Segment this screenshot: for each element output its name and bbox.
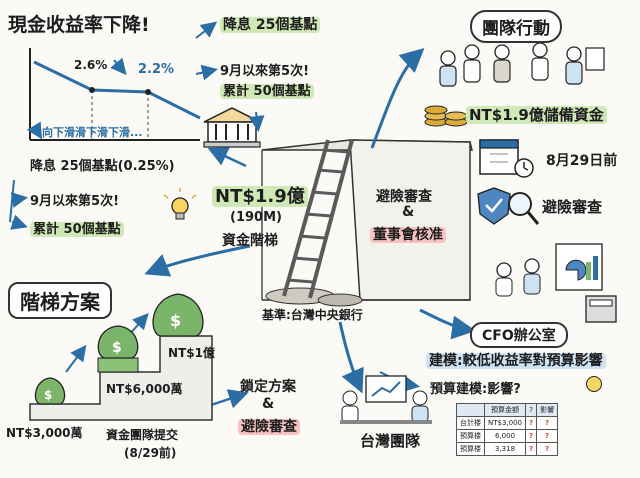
tier1-amount: NT$3,000萬 [6,426,83,440]
table-cell: 3,318 [483,442,527,456]
lock-plan-label: 鎖定方案 [240,379,296,395]
ladder-cliff-illustration [261,139,473,307]
taiwan-team-illustration [340,375,432,424]
team-action-title: 團隊行動 [470,10,562,43]
table-header-cell: ? [525,403,538,417]
table-cell: 預算楼 [456,429,485,443]
ladder-amount: NT$1.9億 [212,182,308,208]
deadline-label: 8月29日前 [546,153,618,169]
shield-icon [477,187,511,225]
cfo-model-note: 建模:較低收益率對預算影響 [426,350,606,370]
table-cell: ? [525,429,538,443]
budget-model-table: 預算金額 ? 影響 台計楼 NT$3,000 ? ? 預算楼 6,000 ? ?… [456,403,559,456]
budget-impact-question: 預算建模:影響? [430,382,521,397]
table-cell: 6,000 [483,429,527,443]
table-cell: 預算楼 [456,442,485,456]
taiwan-team-label: 台灣團隊 [360,432,421,450]
coin-stack-icon [424,105,468,127]
magnifier-icon [508,192,540,225]
team-people-illustration [439,42,605,87]
rate-cut-note: 降息 25個基點 [220,14,321,34]
ladder-amount-en: (190M) [230,210,282,225]
fifth-cut-detail: 9月以來第5次! [30,194,120,209]
table-cell: ? [525,416,538,430]
table-row: 台計楼 NT$3,000 ? ? [456,416,559,430]
table-cell: 台計楼 [456,416,485,430]
money-bag-small-icon: $ [34,377,66,405]
rate-cut-detail: 降息 25個基點(0.25%) [30,159,175,174]
yield-drop-title: 現金收益率下降! [8,14,150,36]
center-amp: & [402,204,415,220]
ladder-plan-title: 階梯方案 [8,282,112,319]
table-row: 預算楼 6,000 ? ? [456,429,559,443]
benchmark-label: 基準:台灣中央銀行 [262,308,363,322]
yield-decline-chart [26,48,201,141]
cumulative-cut-detail: 累計 50個基點 [30,218,124,237]
tier2-amount: NT$6,000萬 [106,382,183,396]
table-row: 預算楼 3,318 ? ? [456,442,559,456]
lock-amp: & [262,396,275,412]
table-cell: ? [536,429,559,443]
board-approval: 董事會核准 [370,224,446,244]
hedge-review-center: 避險審查 [376,189,432,205]
funding-submit-label: 資金團隊提交 [106,428,179,442]
cfo-office-illustration [495,243,617,323]
table-cell: ? [525,442,538,456]
svg-text:$: $ [112,340,122,356]
money-bag-large-icon: $ [152,293,204,337]
hedge-review-right: 避險審查 [542,198,603,216]
rate-high-label: 2.6% [74,58,108,72]
tier3-amount: NT$1億 [168,346,215,360]
table-header-cell [456,403,485,417]
table-cell: NT$3,000 [483,416,527,430]
rate-low-label: 2.2% [138,62,175,77]
slide-note: 向下滑滑下滑下滑... [42,126,143,139]
thinking-emoji-icon [586,376,602,392]
fifth-cut-note: 9月以來第5次! [220,64,310,79]
table-cell: ? [536,442,559,456]
svg-text:$: $ [44,388,52,402]
ladder-label: 資金階梯 [222,233,278,249]
cumulative-cut-note: 累計 50個基點 [220,80,314,99]
lock-hedge-review: 避險審查 [238,416,300,436]
lightbulb-icon [163,188,197,220]
calendar-icon [479,139,534,178]
table-cell: ? [536,416,559,430]
cfo-office-title: CFO辦公室 [470,322,568,348]
reserve-fund-label: NT$1.9億儲備資金 [466,104,607,125]
bank-icon [203,107,261,148]
money-bag-medium-icon: $ [97,325,139,373]
table-header-row: 預算金額 ? 影響 [456,403,559,417]
funding-submit-date: (8/29前) [124,446,177,460]
svg-text:$: $ [170,311,181,330]
table-header-cell: 影響 [536,403,559,417]
table-header-cell: 預算金額 [483,403,527,417]
